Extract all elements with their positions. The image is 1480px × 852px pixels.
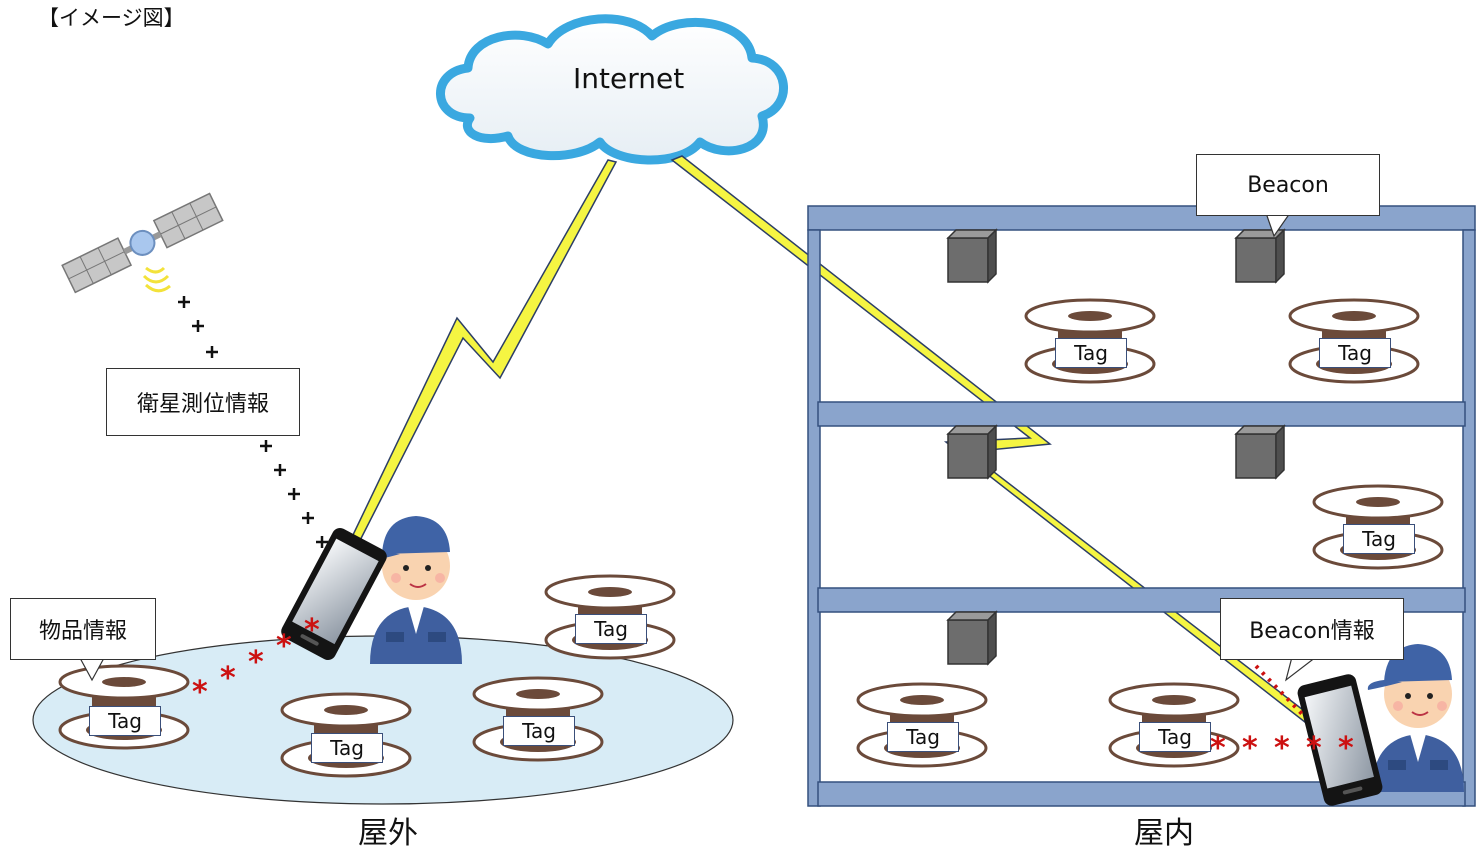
svg-text:*: *	[1274, 731, 1290, 766]
internet-label: Internet	[573, 62, 685, 95]
warehouse-shelf	[807, 205, 1476, 807]
lightning-outdoor	[338, 159, 618, 565]
rfid-tag-label: Tag	[575, 614, 647, 644]
rfid-tag-label: Tag	[503, 716, 575, 746]
item-info-callout: 物品情報	[10, 598, 156, 660]
rfid-tag-label: Tag	[89, 706, 161, 736]
rfid-tag-label: Tag	[1055, 338, 1127, 368]
satellite-info-label: 衛星測位情報	[106, 368, 300, 436]
svg-text:*: *	[1210, 731, 1226, 766]
beacon-info-callout: Beacon情報	[1220, 598, 1404, 660]
rfid-tag-label: Tag	[311, 733, 383, 763]
svg-text:*: *	[1338, 731, 1354, 766]
signal-waves-icon	[142, 266, 171, 293]
svg-text:*: *	[304, 613, 320, 648]
rfid-tag-label: Tag	[1319, 338, 1391, 368]
internet-cloud	[436, 14, 788, 165]
rfid-tag-label: Tag	[1343, 524, 1415, 554]
indoor-label: 屋内	[1134, 816, 1194, 851]
satellite-signal-path	[178, 296, 342, 572]
beacon-callout: Beacon	[1196, 154, 1380, 216]
svg-text:*: *	[192, 675, 208, 710]
worker-outdoor-icon	[364, 515, 463, 665]
outdoor-label: 屋外	[358, 816, 418, 851]
svg-text:*: *	[1242, 731, 1258, 766]
figure-caption: 【イメージ図】	[38, 6, 185, 30]
beacon-device-icon	[947, 425, 997, 479]
beacon-device-icon	[1235, 229, 1285, 283]
beacon-device-icon	[947, 229, 997, 283]
tag-read-path-indoor: * * * * *	[1210, 731, 1354, 766]
worker-indoor-icon	[1366, 643, 1465, 793]
beacon-device-icon	[1235, 425, 1285, 479]
beacon-read-path	[1254, 664, 1306, 718]
svg-text:*: *	[1306, 731, 1322, 766]
rfid-tag-label: Tag	[1139, 722, 1211, 752]
tag-read-path-outdoor: * * * * *	[192, 613, 320, 710]
svg-text:*: *	[248, 645, 264, 680]
svg-text:*: *	[220, 661, 236, 696]
satellite-icon	[61, 192, 224, 294]
beacon-info-callout-tail	[1284, 656, 1318, 682]
rfid-tag-label: Tag	[887, 722, 959, 752]
beacon-device-icon	[947, 611, 997, 665]
svg-text:*: *	[276, 629, 292, 664]
